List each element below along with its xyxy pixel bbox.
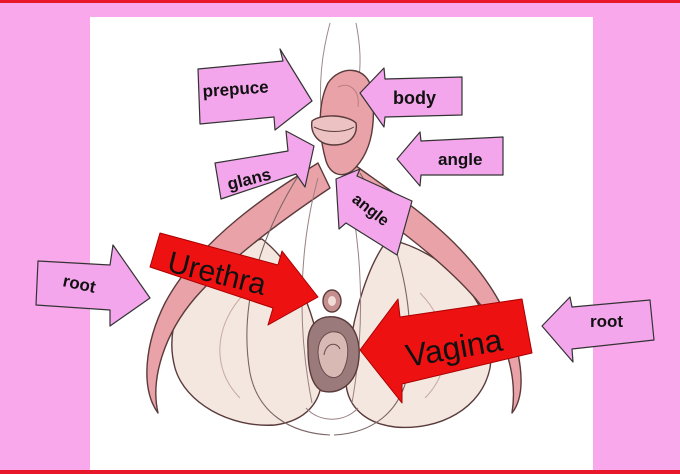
arrow-urethra <box>149 232 319 326</box>
arrow-angle-center <box>335 168 413 256</box>
big-arrows <box>149 232 533 404</box>
arrow-body <box>359 67 463 128</box>
arrow-angle-right <box>396 131 504 187</box>
glans-prepuce <box>311 115 357 146</box>
anatomy-illustration: prepuce body glans angle angle root root… <box>35 22 655 436</box>
arrow-vagina <box>359 298 533 404</box>
left-crus <box>146 162 331 414</box>
arrow-root-left <box>35 244 151 327</box>
arrow-prepuce <box>197 48 313 131</box>
label-angle-right: angle <box>438 150 482 169</box>
arrow-glans <box>214 130 315 200</box>
label-prepuce: prepuce <box>202 77 269 101</box>
label-arrows <box>35 48 655 363</box>
arrow-root-right <box>541 296 655 363</box>
label-root-right: root <box>590 312 623 331</box>
label-body: body <box>393 88 436 108</box>
